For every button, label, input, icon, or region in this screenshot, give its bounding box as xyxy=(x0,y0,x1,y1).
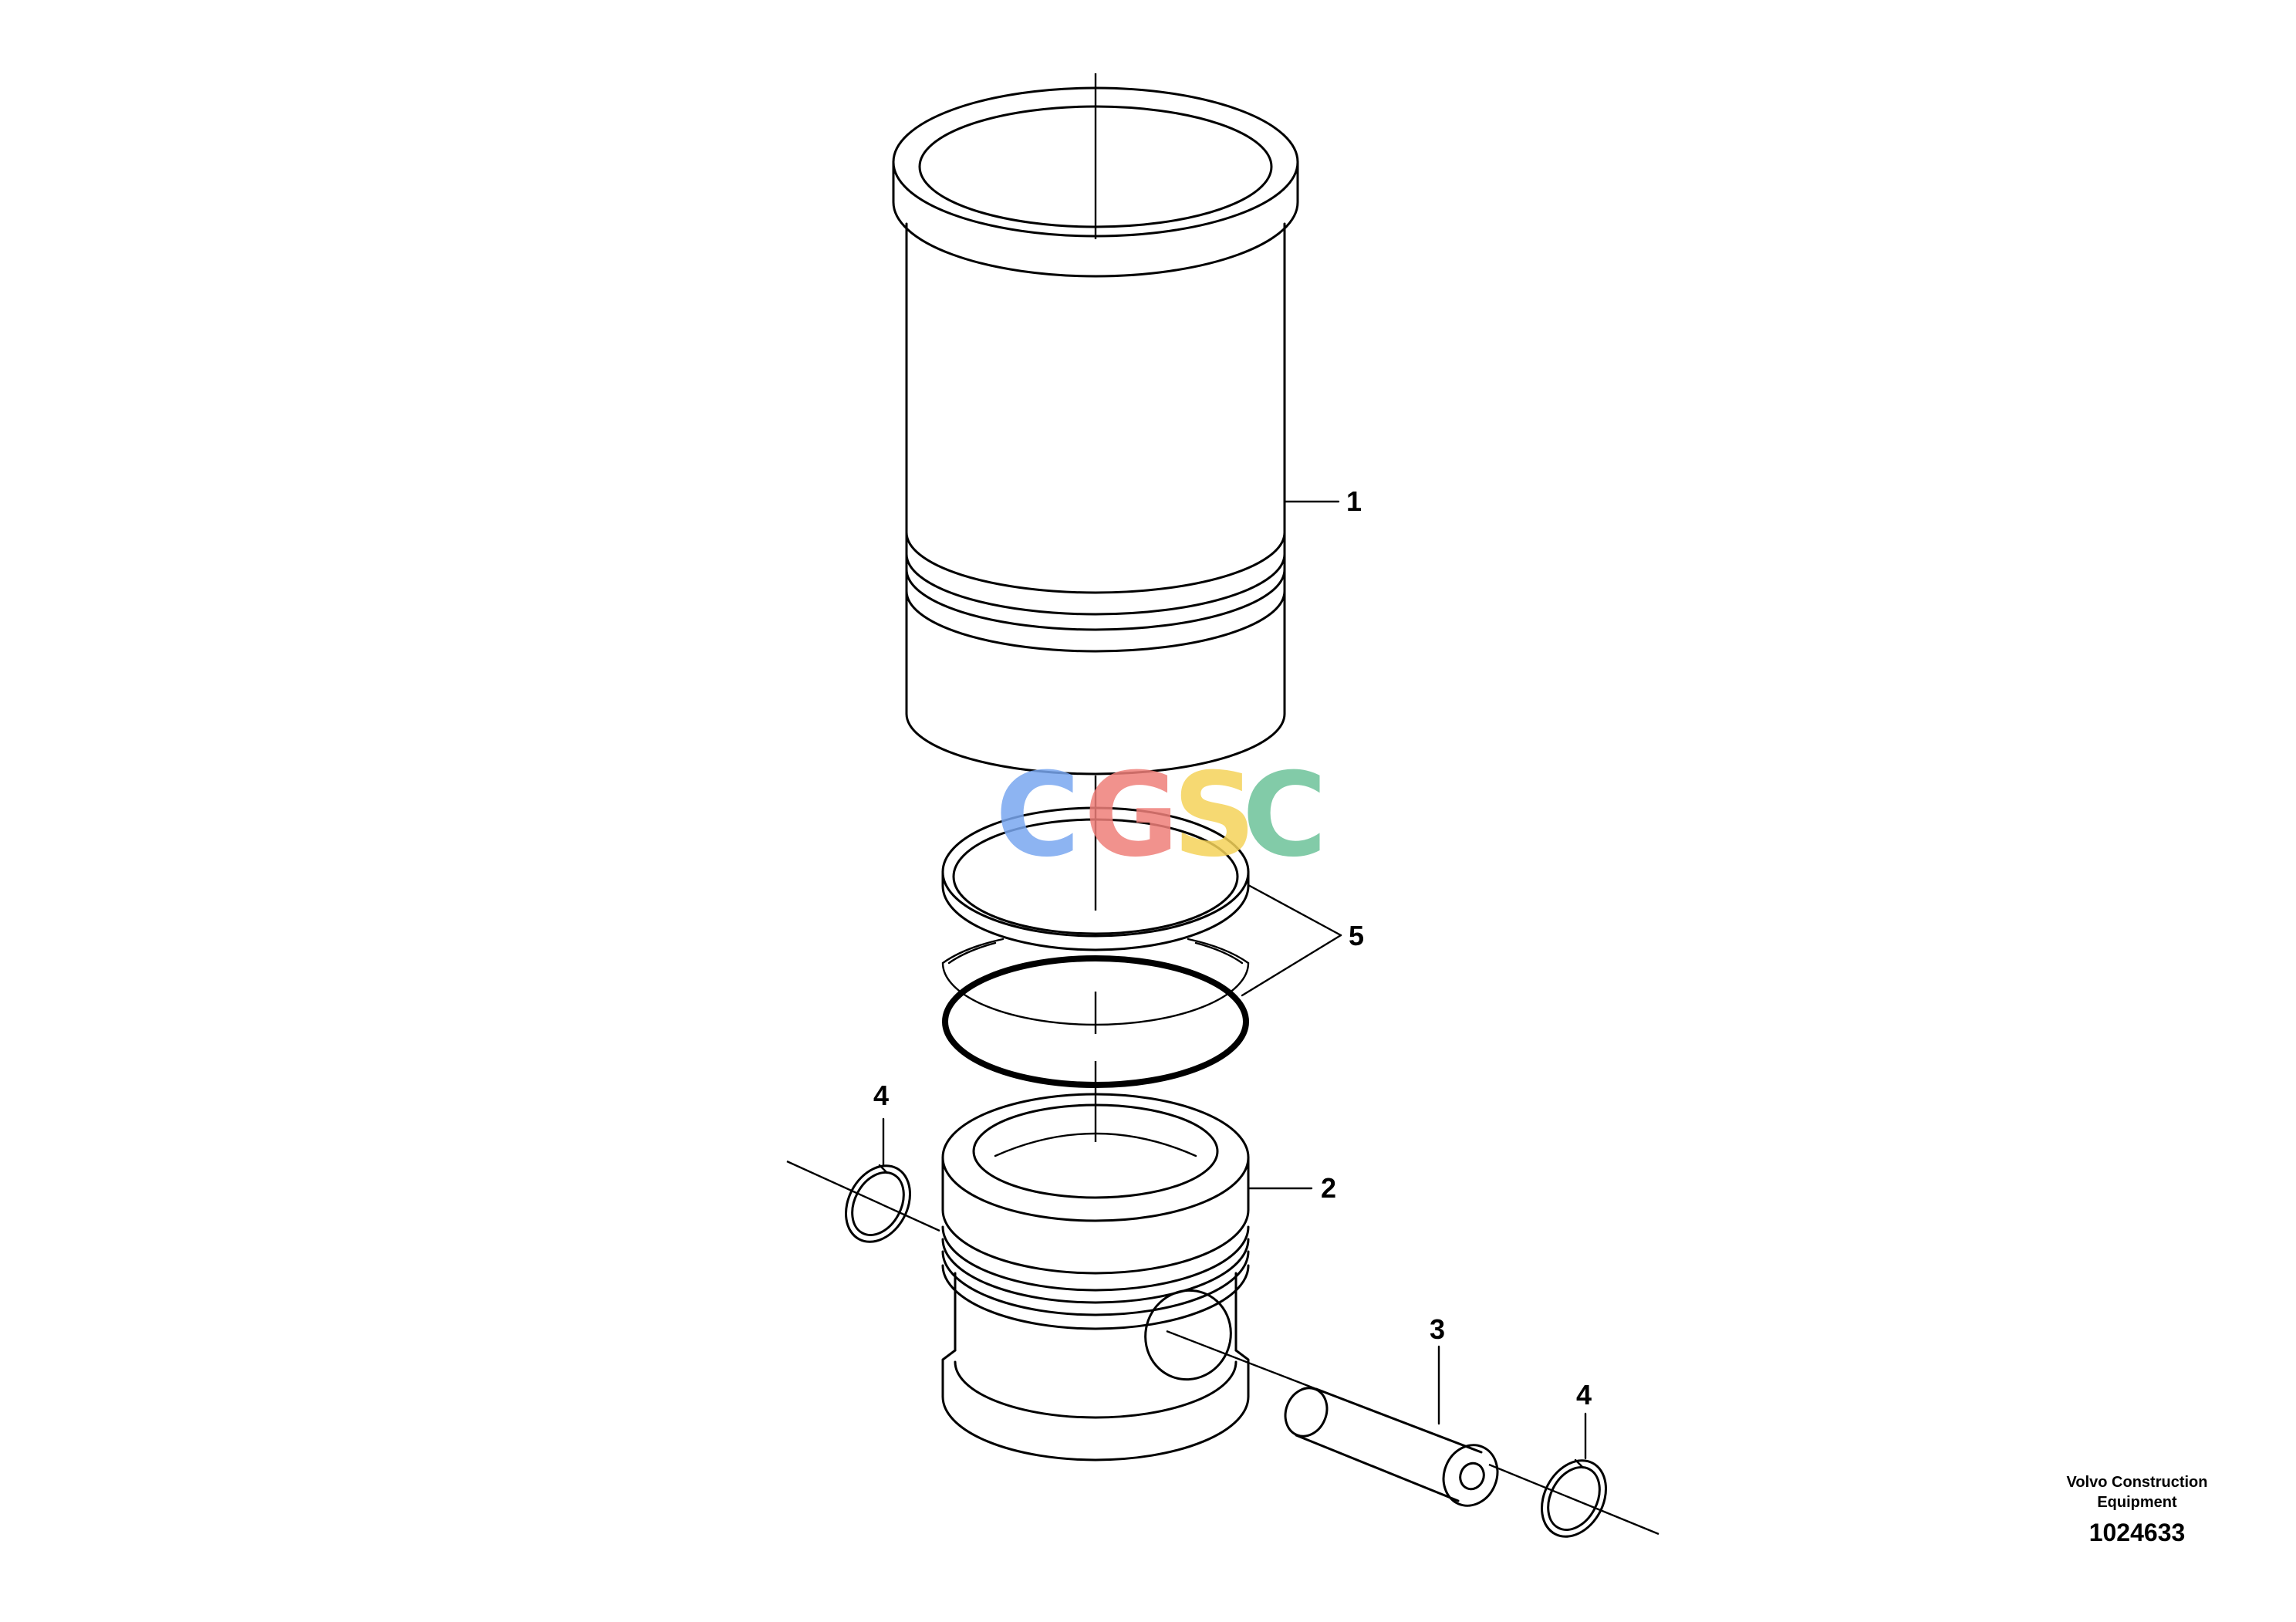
leader-lines xyxy=(882,500,1587,1460)
circlip-right xyxy=(1541,1458,1607,1538)
callout-labels: 1 5 2 4 3 4 xyxy=(873,485,1592,1411)
manufacturer-credit: Volvo Construction Equipment xyxy=(2066,1474,2208,1511)
callout-2: 2 xyxy=(1321,1172,1336,1204)
seal-rings xyxy=(941,806,1250,1088)
watermark-letter: C xyxy=(995,748,1080,883)
pin-axis xyxy=(786,1160,1660,1536)
piston xyxy=(941,1093,1250,1461)
callout-4-right: 4 xyxy=(1576,1379,1592,1411)
piston-pin xyxy=(1284,1387,1499,1507)
callout-3: 3 xyxy=(1430,1313,1445,1345)
callout-4-left: 4 xyxy=(873,1080,889,1111)
callout-1: 1 xyxy=(1346,485,1362,517)
watermark-letter: G xyxy=(1084,748,1179,883)
circlip-left xyxy=(845,1164,911,1243)
cylinder-liner xyxy=(892,86,1299,776)
watermark-logo: C G S C xyxy=(995,748,1327,883)
callout-5: 5 xyxy=(1349,920,1364,951)
watermark-letter: S xyxy=(1173,748,1256,883)
drawing-number: 1024633 xyxy=(2088,1519,2186,1546)
watermark-letter: C xyxy=(1242,748,1327,883)
